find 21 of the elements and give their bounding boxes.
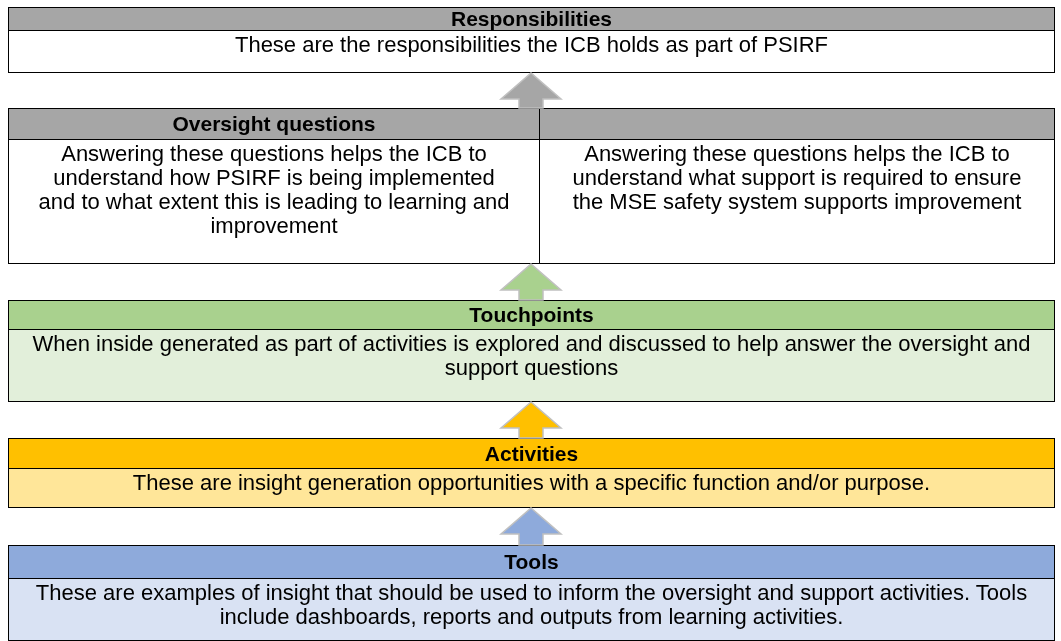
table-box	[8, 108, 1055, 264]
heading: Oversight questions	[9, 109, 539, 140]
block-arrow	[499, 507, 563, 546]
heading: Touchpoints	[9, 301, 1054, 330]
text-box	[8, 545, 1055, 641]
block-arrow	[499, 263, 563, 301]
body-text: When inside generated as part of activities is explored and discussed to help answer the oversight and support questions	[31, 330, 1032, 382]
block-arrow	[499, 401, 563, 439]
body-text: These are the responsibilities the ICB holds as part of PSIRF	[233, 31, 830, 59]
body-text: These are examples of insight that should be used to inform the oversight and support activities. Tools include dashboards, reports and outputs from learning activities.	[34, 579, 1029, 631]
body-text: Answering these questions helps the ICB to understand what support is required to ensure the MSE safety system supports improvement	[571, 140, 1023, 216]
heading: Tools	[9, 546, 1054, 579]
text-box	[8, 438, 1055, 508]
body-text: Answering these questions helps the ICB to understand how PSIRF is being implemented and to what extent this is leading to learning and improvement	[37, 140, 511, 240]
text-box	[8, 300, 1055, 402]
block-arrow	[499, 72, 563, 109]
text-box	[8, 7, 1055, 73]
heading: Responsibilities	[9, 8, 1054, 31]
table-column	[539, 109, 1054, 263]
heading: Activities	[9, 439, 1054, 469]
body-text: These are insight generation opportunities with a specific function and/or purpose.	[131, 469, 932, 497]
